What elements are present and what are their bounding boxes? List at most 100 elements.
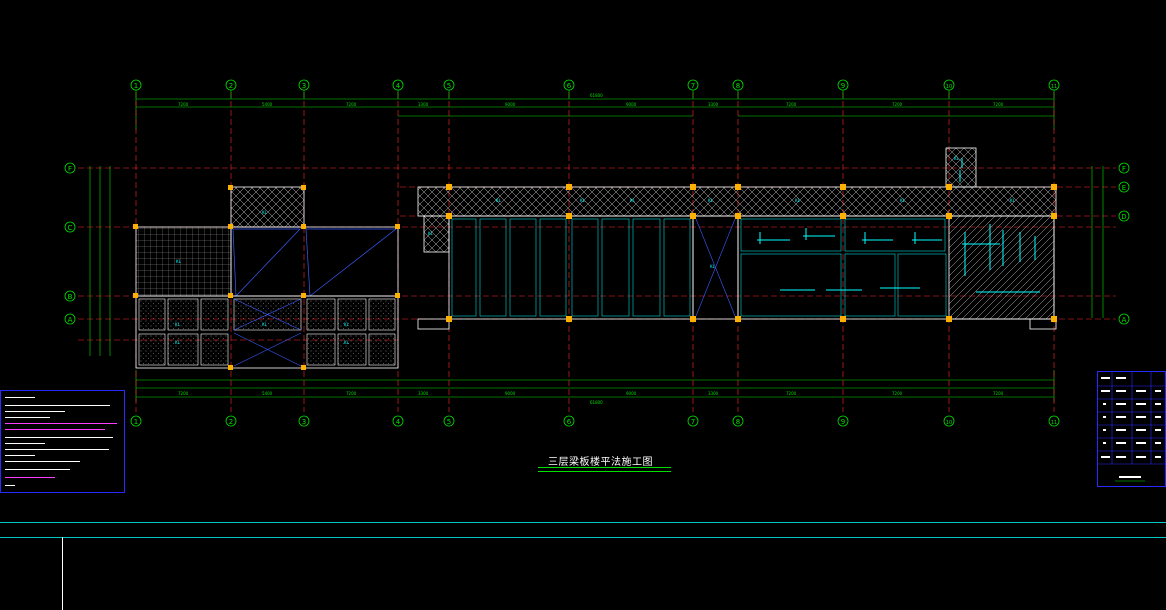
svg-text:5400: 5400 [262,391,273,396]
axis-bottom-1: 1 [134,418,138,426]
floor-elevation-table [1097,371,1166,487]
side-dimension-lines [89,166,1104,356]
note-line [5,461,80,462]
top-dimension-lines [135,98,1055,130]
svg-text:7200: 7200 [892,391,903,396]
title-block-border [0,522,1166,523]
svg-text:7200: 7200 [346,391,357,396]
svg-text:7200: 7200 [892,102,903,107]
svg-text:KL: KL [900,198,906,203]
axis-bottom-7: 7 [691,418,695,426]
svg-text:61800: 61800 [590,400,603,405]
note-line [5,455,35,456]
svg-text:3300: 3300 [708,391,719,396]
svg-text:9000: 9000 [505,102,516,107]
svg-text:KL: KL [175,340,181,345]
svg-text:KL: KL [1010,198,1016,203]
svg-text:KL: KL [262,210,268,215]
note-line [5,485,15,486]
svg-text:3300: 3300 [418,391,429,396]
svg-text:KL: KL [344,322,350,327]
svg-text:KL: KL [344,340,350,345]
axis-top-4: 4 [396,82,401,90]
left-building-block [133,185,400,370]
axis-top-1: 1 [134,82,138,90]
note-line [5,397,35,398]
axis-left-C: C [68,224,73,232]
dimension-texts: 7200 5400 7200 3300 9000 9000 3300 7200 7200 7… [178,93,1004,405]
axis-bottom-5: 5 [447,418,451,426]
note-line [5,405,110,406]
axis-top-5: 5 [447,82,451,90]
note-line [5,469,70,470]
rebar-annotations [757,158,1040,293]
note-line [5,417,50,418]
axis-bubbles-left [64,162,76,325]
note-line [5,423,117,424]
svg-text:7200: 7200 [786,391,797,396]
floor-elevation-table-grid [1098,372,1166,482]
svg-text:KL: KL [708,198,714,203]
axis-bottom-8: 8 [736,418,740,426]
axis-gridlines-vertical [135,92,1055,412]
axis-bottom-6: 6 [567,418,572,426]
axis-bottom-10: 10 [946,420,952,426]
axis-top-10: 10 [946,84,952,90]
svg-text:3300: 3300 [418,102,429,107]
axis-top-9: 9 [841,82,845,90]
svg-text:3300: 3300 [708,102,719,107]
svg-text:KL: KL [795,198,801,203]
svg-text:KL: KL [496,198,502,203]
svg-text:KL: KL [954,156,960,161]
axis-top-8: 8 [736,82,740,90]
svg-text:9000: 9000 [626,391,637,396]
axis-top-11: 11 [1051,84,1057,90]
title-block-divider [62,537,63,610]
svg-text:7200: 7200 [786,102,797,107]
svg-text:61800: 61800 [590,93,603,98]
axis-bubbles-top [130,79,1060,91]
svg-text:9000: 9000 [505,391,516,396]
axis-bottom-2: 2 [229,418,233,426]
title-underline [538,467,671,468]
svg-text:7200: 7200 [178,102,189,107]
svg-text:7200: 7200 [993,102,1004,107]
note-line [5,477,55,478]
axis-left-A: A [68,316,73,324]
axis-right-E: E [1122,184,1126,192]
svg-text:7200: 7200 [346,102,357,107]
design-notes-box [0,390,125,493]
svg-text:KL: KL [176,259,182,264]
axis-leaders [135,90,1055,99]
axis-top-6: 6 [567,82,572,90]
svg-text:7200: 7200 [993,391,1004,396]
note-line [5,443,45,444]
axis-right-D: D [1121,213,1126,221]
svg-text:KL: KL [580,198,586,203]
title-block-border [0,537,1166,538]
bottom-dimension-lines [135,370,1055,402]
drawing-title: 三层梁板楼平法施工图 [548,457,653,468]
axis-left-B: B [68,293,73,301]
axis-top-3: 3 [302,82,306,90]
axis-left-F: F [68,165,72,173]
axis-right-A: A [1122,316,1127,324]
axis-bubbles-bottom [130,415,1060,427]
axis-top-2: 2 [229,82,233,90]
axis-bubbles-right [1118,162,1130,325]
note-line [5,411,65,412]
svg-text:5400: 5400 [262,102,273,107]
note-line [5,449,109,450]
axis-bottom-3: 3 [302,418,306,426]
axis-bottom-11: 11 [1051,420,1057,426]
svg-text:9000: 9000 [626,102,637,107]
svg-text:KL: KL [710,264,716,269]
svg-text:KL: KL [175,322,181,327]
axis-top-7: 7 [691,82,695,90]
note-line [5,437,113,438]
svg-text:7200: 7200 [178,391,189,396]
axis-bottom-9: 9 [841,418,845,426]
